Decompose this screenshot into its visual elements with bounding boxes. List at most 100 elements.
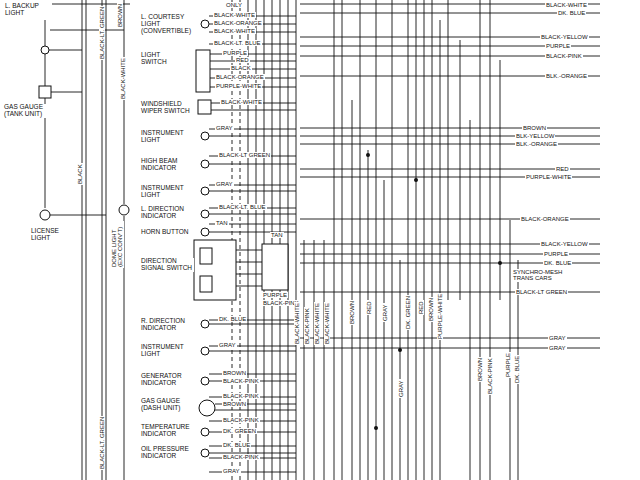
component-label: L. BACKUP LIGHT xyxy=(4,3,52,17)
wire-color-label: BLACK-WHITE xyxy=(220,99,263,105)
junction-dot xyxy=(374,426,378,430)
wire-color-label: BLACK-WHITE xyxy=(213,28,256,34)
junction-dot xyxy=(498,261,502,265)
wire-color-label: RED xyxy=(555,166,570,172)
gauge-symbol xyxy=(199,400,215,416)
wire-color-label: BROWN xyxy=(522,125,547,131)
component-label: WINDSHIELD WIPER SWITCH xyxy=(140,101,196,115)
wire-color-label: BLACK-PINK xyxy=(222,378,260,384)
wire-color-label: PURPLE xyxy=(262,292,288,298)
wire-color-label-vertical: BROWN xyxy=(117,3,123,28)
component-label: GAS GAUGE (DASH UNIT) xyxy=(140,398,196,412)
wire-color-label-vertical: BLACK-LT. GREEN xyxy=(99,416,105,470)
junction-dot xyxy=(414,178,418,182)
switch-contact xyxy=(200,248,212,264)
component-label: GENERATOR INDICATOR xyxy=(140,373,196,387)
wire-color-label-vertical: BROWN xyxy=(477,357,483,382)
wire-color-label-vertical: BLACK-PINK xyxy=(487,357,493,395)
wire-color-label-vertical: BLACK-LT. GREEN xyxy=(99,6,105,60)
wire-color-label-vertical: DK. BLUE xyxy=(514,355,520,384)
lamp-symbol xyxy=(201,320,209,328)
wire-color-label: PURPLE-WHITE xyxy=(525,174,572,180)
wire-color-label: BLACK-ORANGE xyxy=(520,216,570,222)
switch-contact xyxy=(200,276,212,292)
bundle-wires xyxy=(248,0,518,480)
wire-color-label: BLK-YELLOW xyxy=(515,133,555,139)
component-label: INSTRUMENT LIGHT xyxy=(140,185,196,199)
component-label: INSTRUMENT LIGHT xyxy=(140,130,196,144)
wire-color-label: BLACK-YELLOW xyxy=(540,241,589,247)
wire-color-label-vertical: RED xyxy=(366,300,372,315)
wire-color-label-vertical: BLACK xyxy=(77,163,83,185)
wire-color-label: DK. GREEN xyxy=(222,428,257,434)
wire-color-label-vertical: BLACK-WHITE xyxy=(120,57,126,100)
wire-color-label: PURPLE xyxy=(543,251,569,257)
connector-symbol xyxy=(262,244,288,290)
lamp-symbol xyxy=(119,205,129,215)
lamp-symbol xyxy=(40,210,50,220)
wire-color-label: PURPLE-WHITE xyxy=(215,83,262,89)
wire-color-label: GRAY xyxy=(548,345,567,351)
wire-color-label: BLACK-YELLOW xyxy=(540,34,589,40)
lamp-symbol xyxy=(201,449,209,457)
wire-color-label: TAN xyxy=(270,232,284,238)
horn-button-symbol xyxy=(201,228,209,236)
wire-color-label: BLK.-ORANGE xyxy=(545,73,588,79)
wire-color-label: RED xyxy=(235,57,250,63)
lamp-symbol xyxy=(201,20,209,28)
lamp-symbol xyxy=(41,46,49,54)
wire-color-label-vertical: RED xyxy=(418,300,424,315)
wire-color-label: GRAY xyxy=(548,335,567,341)
wire-color-label-vertical: GRAY xyxy=(382,303,388,322)
wire-color-label: BLACK-LT. BLUE xyxy=(213,40,262,46)
lamp-symbol xyxy=(201,377,209,385)
switch-symbol xyxy=(196,50,210,92)
component-label: R. DIRECTION INDICATOR xyxy=(140,318,196,332)
switch-housing xyxy=(194,240,236,300)
wire-color-label: GRAY xyxy=(215,125,234,131)
wire-color-label: BLACK-LT GREEN xyxy=(218,152,271,158)
wire-color-label: BROWN xyxy=(222,401,247,407)
lamp-symbol xyxy=(201,347,209,355)
wire-group xyxy=(8,0,600,480)
wire-color-label: TAN xyxy=(215,220,229,226)
wire-color-label: BLACK-ORANGE xyxy=(213,20,263,26)
wire-color-label: BLACK-PINK xyxy=(222,454,260,460)
wire-color-label: BLK.-ORANGE xyxy=(515,141,558,147)
wire-color-label-vertical: PURPLE xyxy=(505,352,511,378)
wire-color-label: BLACK-LT. BLUE xyxy=(218,204,267,210)
lamp-symbol xyxy=(201,160,209,168)
component-label: DIRECTION SIGNAL SWITCH xyxy=(140,258,194,272)
wire-color-label: GRAY xyxy=(215,181,234,187)
wire-color-label: BLACK-PINK xyxy=(222,393,260,399)
lamp-symbol xyxy=(201,210,209,218)
wire-color-label-vertical: BROWN xyxy=(349,300,355,325)
wire-color-label-vertical: BLACK-WHITE xyxy=(294,302,300,345)
wire-color-label: DK. BLUE xyxy=(218,316,247,322)
wire-color-label-vertical: BLACK-WHITE xyxy=(324,302,330,345)
component-label: LIGHT SWITCH xyxy=(140,52,182,66)
wire-color-label-vertical: PURPLE-WHITE xyxy=(437,293,443,340)
component-label: HORN BUTTON xyxy=(140,229,196,236)
wire-color-label: BLACK-ORANGE xyxy=(215,74,265,80)
wire-color-label-vertical: BLACK-WHITE xyxy=(314,302,320,345)
wire-color-label: BLACK-PINK xyxy=(545,53,583,59)
wire-color-label-vertical: BLACK-PINK xyxy=(304,307,310,345)
wire-color-label: SYNCHRO-MESH TRANS CARS xyxy=(512,269,566,282)
wire-color-label: PURPLE xyxy=(222,50,248,56)
component-label: TEMPERATURE INDICATOR xyxy=(140,424,196,438)
tank-unit-symbol xyxy=(39,86,51,98)
junction-dot xyxy=(398,348,402,352)
left-wires xyxy=(8,0,130,480)
wire-color-label: DK. BLUE xyxy=(543,260,572,266)
wire-color-label: ONLY xyxy=(225,2,243,8)
lamp-symbol xyxy=(201,132,209,140)
component-label: HIGH BEAM INDICATOR xyxy=(140,158,196,172)
wire-color-label: DK. BLUE xyxy=(557,10,586,16)
component-label: LICENSE LIGHT xyxy=(30,228,74,242)
junction-dot xyxy=(366,153,370,157)
wire-color-label: GRAY xyxy=(218,342,237,348)
